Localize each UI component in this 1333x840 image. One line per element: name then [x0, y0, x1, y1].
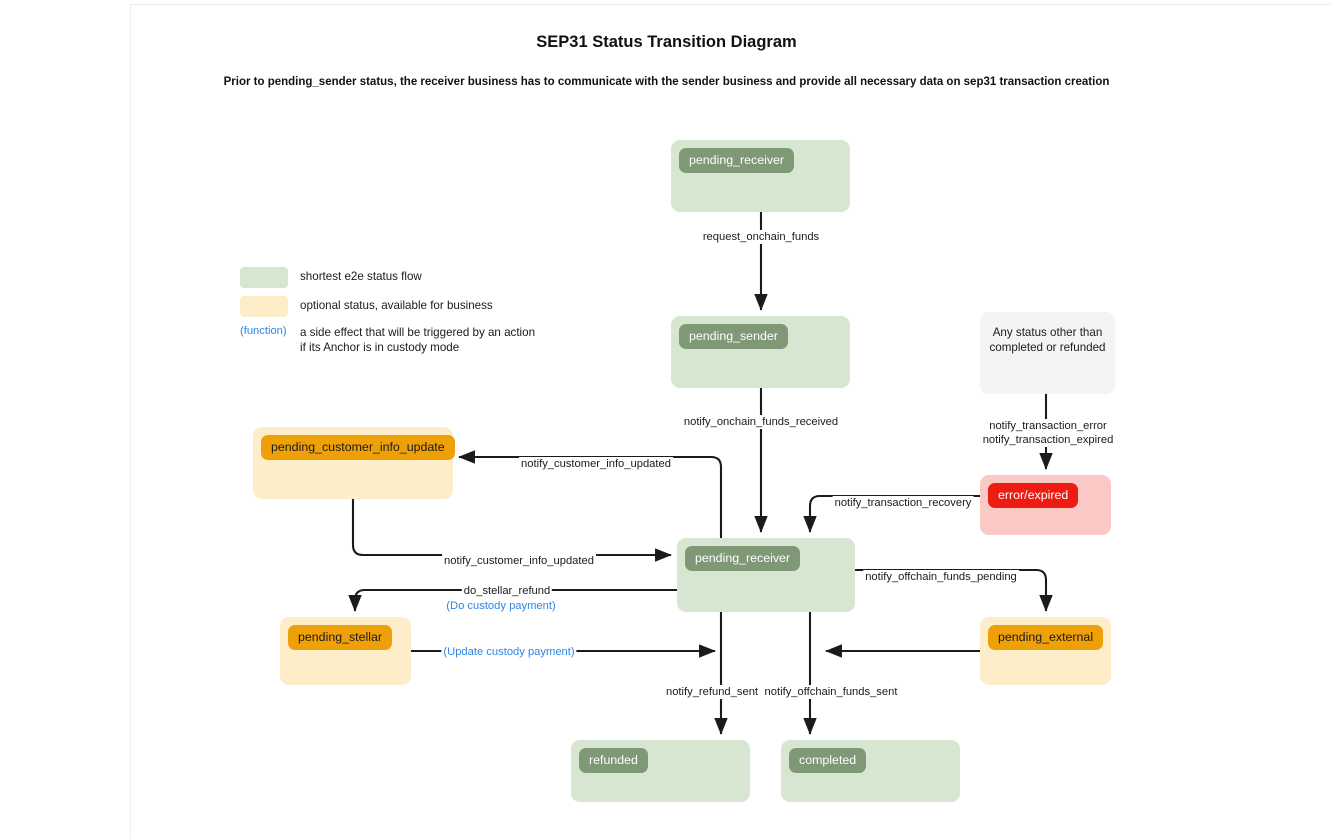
node-label: pending_sender [679, 324, 788, 350]
node-pending-receiver-mid[interactable]: pending_receiver [677, 538, 855, 612]
edge-label-request-onchain-funds: request_onchain_funds [700, 230, 822, 244]
node-any-status[interactable]: Any status other than completed or refun… [980, 312, 1115, 394]
edge-label-notify-offchain-funds-sent: notify_offchain_funds_sent [762, 685, 900, 699]
node-label: pending_stellar [288, 625, 393, 651]
edge-label-notify-transaction-recovery: notify_transaction_recovery [832, 496, 974, 510]
edge-label-update-custody-payment: (Update custody payment) [441, 645, 577, 659]
node-pending-receiver-top[interactable]: pending_receiver [671, 140, 850, 212]
node-label: completed [789, 748, 867, 774]
page-title: SEP31 Status Transition Diagram [536, 33, 797, 51]
legend: shortest e2e status flow optional status… [240, 267, 570, 357]
node-refunded[interactable]: refunded [571, 740, 750, 802]
node-error-expired[interactable]: error/expired [980, 475, 1111, 535]
legend-label: shortest e2e status flow [300, 270, 422, 283]
legend-item-orange: optional status, available for business [240, 293, 570, 323]
legend-label: optional status, available for business [300, 299, 493, 312]
node-label: error/expired [988, 483, 1079, 509]
node-pending-stellar[interactable]: pending_stellar [280, 617, 411, 685]
legend-item-function: (function) a side effect that will be tr… [240, 323, 570, 357]
legend-item-green: shortest e2e status flow [240, 267, 570, 293]
edge-label-notify-transaction-error: notify_transaction_error notify_transact… [980, 419, 1116, 447]
node-pending-sender[interactable]: pending_sender [671, 316, 850, 388]
node-label: pending_receiver [685, 546, 801, 572]
edge-label-notify-offchain-funds-pending: notify_offchain_funds_pending [863, 570, 1019, 584]
node-label: Any status other than completed or refun… [989, 326, 1106, 354]
edge-label-do-stellar-refund: do_stellar_refund [461, 584, 553, 598]
page-subtitle: Prior to pending_sender status, the rece… [223, 76, 1110, 88]
edge-label-notify-customer-info-updated-mid: notify_customer_info_updated [442, 554, 596, 568]
node-pending-external[interactable]: pending_external [980, 617, 1111, 685]
legend-function-marker: (function) [240, 325, 287, 337]
edge-label-notify-refund-sent: notify_refund_sent [663, 685, 761, 699]
edge-label-do-custody-payment: (Do custody payment) [444, 599, 558, 613]
edge-label-notify-customer-info-updated-top: notify_customer_info_updated [519, 457, 673, 471]
edge-label-notify-onchain-funds-received: notify_onchain_funds_received [681, 415, 841, 429]
node-completed[interactable]: completed [781, 740, 960, 802]
node-label: refunded [579, 748, 648, 774]
legend-swatch-orange [240, 296, 288, 317]
legend-swatch-green [240, 267, 288, 288]
node-label: pending_external [988, 625, 1104, 651]
node-label: pending_customer_info_update [261, 435, 455, 461]
node-pending-customer-info-update[interactable]: pending_customer_info_update [253, 427, 455, 499]
node-label: pending_receiver [679, 148, 795, 174]
legend-label: a side effect that will be triggered by … [300, 326, 536, 354]
